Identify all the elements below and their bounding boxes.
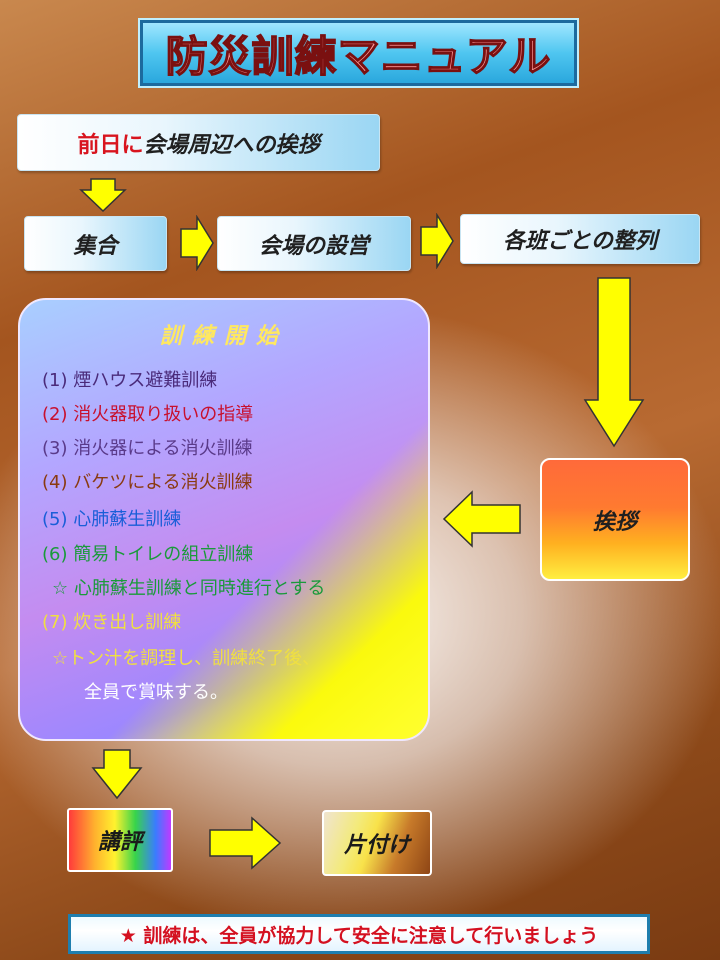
arrow-left-1 [442,490,521,548]
training-step-4: (4) バケツによる消火訓練 [42,472,253,493]
arrow-right-2 [420,213,454,269]
prev-day-task: 会場周辺への挨拶 [143,132,320,158]
training-panel: 訓練開始 (1) 煙ハウス避難訓練 (2) 消火器取り扱いの指導 (3) 消火器… [18,298,430,741]
setup-label: 会場の設営 [258,233,369,259]
arrow-down-2 [583,277,645,448]
training-note-1: ☆ 心肺蘇生訓練と同時進行とする [52,578,326,599]
arrow-down-1 [79,178,127,212]
prev-day-label: 前日に [77,132,144,158]
review-label: 講評 [97,830,142,855]
training-step-1: (1) 煙ハウス避難訓練 [42,370,218,391]
cleanup-box: 片付け [322,810,432,876]
cleanup-label: 片付け [343,833,410,858]
arrow-down-3 [91,749,143,800]
training-step-7: (7) 炊き出し訓練 [42,612,182,633]
greeting-box: 挨拶 [540,458,690,581]
prev-day-greeting-box: 前日に 会場周辺への挨拶 [17,114,380,171]
training-step-6: (6) 簡易トイレの組立訓練 [42,544,254,565]
lineup-box: 各班ごとの整列 [460,214,700,264]
training-note-2: ☆トン汁を調理し、訓練終了後、 [52,648,321,669]
assembly-box: 集合 [24,216,167,271]
training-step-2: (2) 消火器取り扱いの指導 [42,404,254,425]
arrow-right-1 [180,215,214,271]
lineup-label: 各班ごとの整列 [503,229,657,254]
greeting-label: 挨拶 [592,509,637,535]
arrow-right-3 [209,816,282,870]
training-step-5: (5) 心肺蘇生訓練 [42,509,182,530]
footer-note: ★ 訓練は、全員が協力して安全に注意して行いましょう [68,914,650,954]
training-step-3: (3) 消火器による消火訓練 [42,438,253,459]
page-title: 防災訓練マニュアル [138,18,579,88]
assembly-label: 集合 [73,233,118,259]
review-box: 講評 [67,808,173,872]
training-heading: 訓練開始 [159,324,288,349]
setup-box: 会場の設営 [217,216,411,271]
training-note-3: 全員で賞味する。 [84,682,228,703]
